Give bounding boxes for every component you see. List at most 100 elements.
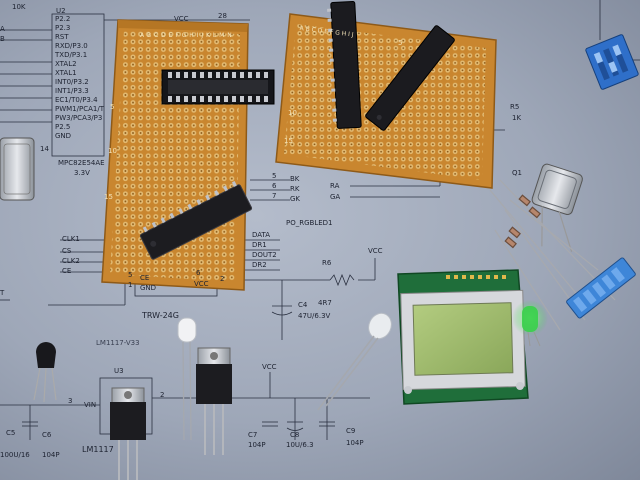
board-left-row-letters: A B C D E F G H I J K L M N <box>140 32 233 39</box>
c9-value: 104P <box>346 439 364 447</box>
c7-label: C7 <box>248 431 258 439</box>
voltage-regulator-mid <box>196 347 232 455</box>
r6-value: 4R7 <box>318 299 332 307</box>
rgb-right-pin: GA <box>330 193 341 201</box>
resistors-small <box>489 179 616 331</box>
mcu-ref-label: U2 <box>56 7 66 15</box>
c6-value: 104P <box>42 451 60 459</box>
c4-label: C4 <box>298 301 308 309</box>
vcc-bottom-label: VCC <box>262 363 277 371</box>
u3-part-label: LM1117 <box>82 445 114 454</box>
rgb-pin-num: 5 <box>272 172 277 180</box>
rgb-part-label: PO_RGBLED1 <box>286 219 333 227</box>
lcd-module <box>397 269 529 405</box>
left-t-label: T <box>0 289 5 297</box>
radio-pin-num: 2 <box>220 275 225 283</box>
radio-pin-left: CE <box>62 267 72 275</box>
pin-2-label: 2 <box>160 391 165 399</box>
c9-label: C9 <box>346 427 356 435</box>
rgb-right-pin: RA <box>330 182 340 190</box>
c5-label: C5 <box>6 429 16 437</box>
c4-value: 47U/6.3V <box>298 312 331 320</box>
mcu-pin: P2.5 <box>55 123 71 131</box>
regulator-note: LM1117-V33 <box>96 339 140 347</box>
pin-3-label: 3 <box>68 397 73 405</box>
radio-pin-num: 5 <box>128 271 133 279</box>
radio-pin-num: 6 <box>196 269 201 277</box>
voltage-regulator-lm1117 <box>110 387 146 480</box>
radio-pin-left: CS <box>62 247 72 255</box>
c8-value: 10U/6.3 <box>286 441 314 449</box>
mcu-pin: TXD/P3.1 <box>55 51 88 59</box>
board-right-col-mark: 10 <box>288 109 297 117</box>
mcu-pin: EC1/T0/P3.4 <box>55 96 98 104</box>
radio-pin-left: CLK2 <box>62 257 80 265</box>
c6-label: C6 <box>42 431 52 439</box>
dip-chip-vertical <box>327 1 362 129</box>
pin-14-label: 14 <box>40 145 49 153</box>
rgb-pin: RK <box>290 185 300 193</box>
board-left-col-mark: 10 <box>108 147 117 155</box>
board-left-col-mark: 15 <box>104 193 113 201</box>
u3-label: U3 <box>114 367 124 375</box>
rgb-pin-num: 7 <box>272 192 277 200</box>
c7-value: 104P <box>248 441 266 449</box>
radio-bottom-pin: GND <box>140 284 157 292</box>
r6-label: R6 <box>322 259 332 267</box>
mcu-pin: PW3/PCA3/P3 <box>55 114 103 122</box>
radio-pin-left: CLK1 <box>62 235 80 243</box>
led-clear <box>317 312 392 411</box>
r5-label: R5 <box>510 103 520 111</box>
vin-label: VIN <box>84 401 97 409</box>
mcu-pin: GND <box>55 132 72 140</box>
radio-pin-num: 1 <box>128 281 133 289</box>
mcu-pin-list: P2.2 P2.3 RST RXD/P3.0 TXD/P3.1 XTAL2 XT… <box>55 15 104 140</box>
radio-pin-right: DR1 <box>252 241 267 249</box>
mcu-pin: RXD/P3.0 <box>55 42 88 50</box>
board-right-col-mark: 5 <box>398 39 403 47</box>
q1-label: Q1 <box>512 169 522 177</box>
r5-value: 1K <box>512 114 522 122</box>
board-left-col-mark: 5 <box>110 103 115 111</box>
ic-socket <box>161 69 275 105</box>
rgb-pin-num: 6 <box>272 182 277 190</box>
rgb-pin: GK <box>290 195 301 203</box>
mcu-pin: P2.2 <box>55 15 71 23</box>
crystal-left <box>0 137 35 201</box>
dip-chip-right <box>365 25 455 131</box>
mcu-pin: XTAL2 <box>55 60 77 68</box>
radio-pin-right: DATA <box>252 231 271 239</box>
mcu-voltage-label: 3.3V <box>74 169 90 177</box>
mcu-part-label: MPC82E54AE <box>58 159 105 167</box>
led-green <box>512 300 548 347</box>
c8-label: C8 <box>290 431 300 439</box>
mcu-pin: P2.3 <box>55 24 71 32</box>
vcc-r6-label: VCC <box>368 247 383 255</box>
mcu-pin: RST <box>55 33 69 41</box>
mcu-pin: XTAL1 <box>55 69 77 77</box>
left-edge-b: B <box>0 35 5 43</box>
dip-chip-left <box>139 181 253 260</box>
dip-switch-strip <box>566 257 636 319</box>
perfboard-left <box>101 19 249 291</box>
mcu-pin: INT1/P3.3 <box>55 87 89 95</box>
radio-pin-right: DR2 <box>252 261 267 269</box>
vcc-top-label: VCC <box>174 15 189 23</box>
radio-bottom-pin: VCC <box>194 280 209 288</box>
crystal-right <box>531 163 583 253</box>
led-white <box>177 317 197 441</box>
mcu-pin: INT0/P3.2 <box>55 78 89 86</box>
resistor-10k-label: 10K <box>12 3 26 11</box>
c5-value: 100U/16 <box>0 451 30 459</box>
transistor <box>33 342 57 403</box>
radio-part-label: TRW-24G <box>142 311 179 320</box>
pin-28-label: 28 <box>218 12 227 20</box>
dip-switch-top <box>585 34 639 90</box>
rgb-pin: BK <box>290 175 300 183</box>
mcu-pin: PWM1/PCA1/T <box>55 105 104 113</box>
radio-bottom-pin: CE <box>140 274 150 282</box>
board-right-col-mark: 15 <box>284 137 293 145</box>
left-edge-a: A <box>0 25 5 33</box>
